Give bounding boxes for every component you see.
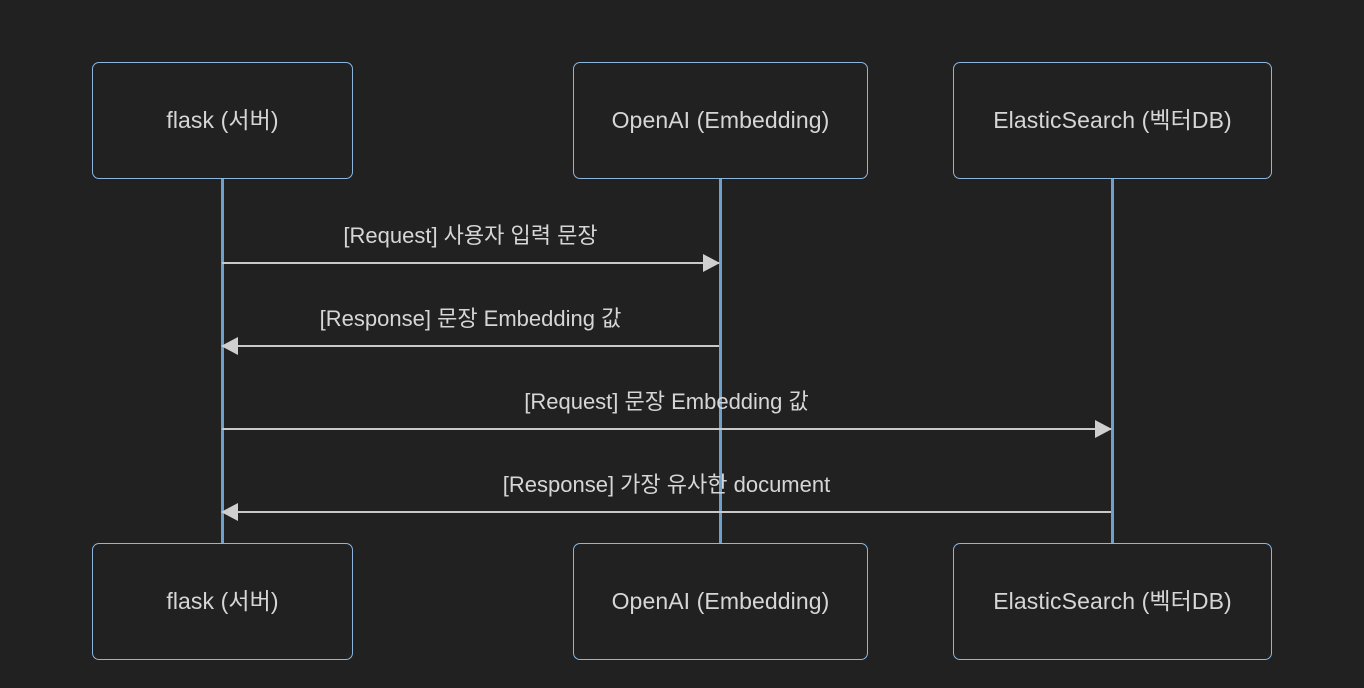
participant-box-flask-top[interactable]: flask (서버) [92, 62, 353, 179]
message-1-line [222, 262, 719, 264]
arrow-right-icon [1095, 420, 1112, 438]
message-4-line [222, 511, 1111, 513]
arrow-left-icon [221, 337, 238, 355]
arrow-right-icon [703, 254, 720, 272]
lifeline-openai [718, 178, 722, 545]
arrow-left-icon [221, 503, 238, 521]
participant-label-flask-top: flask (서버) [166, 106, 279, 133]
participant-box-openai-top[interactable]: OpenAI (Embedding) [573, 62, 868, 179]
participant-box-openai-bottom[interactable]: OpenAI (Embedding) [573, 543, 868, 660]
participant-label-elastic-top: ElasticSearch (벡터DB) [993, 106, 1232, 133]
lifeline-elastic [1110, 178, 1114, 545]
message-2-label: [Response] 문장 Embedding 값 [319, 306, 622, 331]
message-1-label: [Request] 사용자 입력 문장 [343, 223, 598, 248]
participant-box-elastic-bottom[interactable]: ElasticSearch (벡터DB) [953, 543, 1272, 660]
message-2-line [222, 345, 719, 347]
message-4-label: [Response] 가장 유사한 document [502, 472, 831, 497]
participant-box-elastic-top[interactable]: ElasticSearch (벡터DB) [953, 62, 1272, 179]
message-3-line [222, 428, 1111, 430]
participant-label-openai-bottom: OpenAI (Embedding) [611, 587, 830, 614]
participant-label-elastic-bottom: ElasticSearch (벡터DB) [993, 587, 1232, 614]
lifeline-flask [220, 178, 224, 545]
participant-box-flask-bottom[interactable]: flask (서버) [92, 543, 353, 660]
participant-label-flask-bottom: flask (서버) [166, 587, 279, 614]
message-3-label: [Request] 문장 Embedding 값 [524, 389, 809, 414]
participant-label-openai-top: OpenAI (Embedding) [611, 106, 830, 133]
